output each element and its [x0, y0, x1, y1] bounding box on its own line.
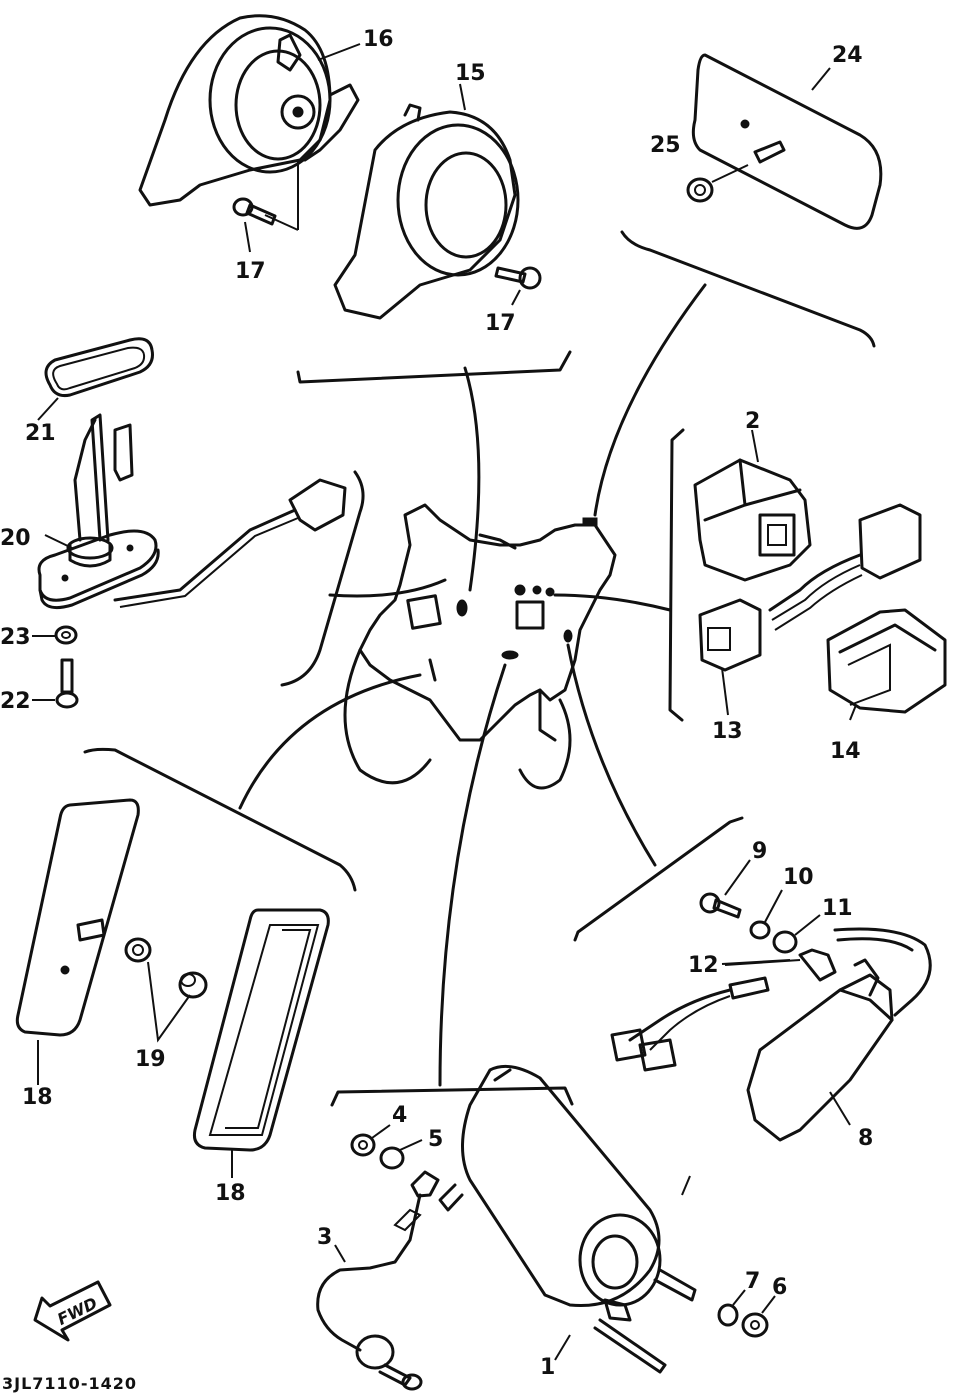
label-2: 2 — [745, 409, 760, 434]
gasket-21 — [44, 337, 154, 397]
label-leaders — [32, 43, 857, 1196]
nut-25 — [686, 164, 749, 203]
label-3: 3 — [317, 1225, 332, 1250]
label-22: 22 — [0, 689, 31, 714]
screw-22 — [55, 658, 79, 709]
label-15: 15 — [455, 61, 486, 86]
label-17-right: 17 — [485, 311, 516, 336]
washer-7 — [717, 1289, 746, 1327]
label-4: 4 — [392, 1103, 407, 1128]
starter-bracket — [330, 1086, 574, 1107]
washer-23 — [54, 625, 78, 645]
horn-16 — [138, 14, 360, 231]
label-6: 6 — [772, 1275, 787, 1300]
label-14: 14 — [830, 739, 861, 764]
label-18-right: 18 — [215, 1181, 246, 1206]
nut-4 — [350, 1124, 391, 1157]
label-13: 13 — [712, 719, 743, 744]
side-reflector-18-right — [193, 908, 330, 1152]
label-10: 10 — [783, 865, 814, 890]
label-19: 19 — [135, 1047, 166, 1072]
label-16: 16 — [363, 27, 394, 52]
label-24: 24 — [832, 43, 863, 68]
rectifier-bracket — [573, 816, 744, 942]
nut-19-a — [124, 937, 152, 963]
label-8: 8 — [858, 1126, 873, 1151]
group-brackets — [83, 230, 876, 1107]
side-reflector-18-left — [15, 798, 140, 1037]
motorcycle-silhouette — [343, 503, 617, 790]
rear-reflector-24 — [691, 53, 883, 230]
label-7: 7 — [745, 1269, 760, 1294]
fuel-sender-bracket — [280, 470, 365, 687]
lead-wire-3 — [316, 1170, 440, 1391]
part-labels: 16 15 17 17 24 25 21 20 23 22 2 13 14 9 … — [0, 27, 873, 1380]
label-20: 20 — [0, 526, 31, 551]
label-5: 5 — [428, 1127, 443, 1152]
bolt-9 — [699, 859, 751, 919]
bolt-17-left — [232, 197, 277, 253]
coupler-14 — [826, 608, 947, 714]
relay-bracket — [668, 428, 685, 722]
nut-6 — [741, 1295, 776, 1338]
starter-relay-1 — [438, 1064, 697, 1374]
wire-connectors — [610, 976, 770, 1072]
side-reflector-bracket — [83, 747, 357, 892]
label-23: 23 — [0, 625, 31, 650]
washer-10 — [749, 889, 783, 940]
center-box-marker — [515, 600, 545, 630]
horn-15 — [333, 103, 520, 320]
grommet-19-b — [147, 961, 208, 1043]
bolt-17-right — [494, 266, 542, 306]
label-21: 21 — [25, 421, 56, 446]
label-18-left: 18 — [22, 1085, 53, 1110]
label-9: 9 — [752, 839, 767, 864]
drawing-code: 3JL7110-1420 — [2, 1374, 137, 1393]
horn-group-bracket — [296, 350, 572, 384]
fwd-arrow-icon: FWD — [33, 1280, 112, 1342]
leader-lines — [238, 283, 707, 1087]
label-25: 25 — [650, 133, 681, 158]
washer-5 — [379, 1139, 423, 1170]
reflector-rear-bracket — [620, 230, 876, 348]
label-17-left: 17 — [235, 259, 266, 284]
rectifier-8 — [724, 927, 932, 1142]
harness-13 — [698, 503, 922, 672]
nut-11 — [772, 914, 821, 954]
fuel-sender-20 — [37, 413, 347, 610]
label-11: 11 — [822, 896, 853, 921]
relay-2 — [693, 458, 812, 582]
label-1: 1 — [540, 1355, 555, 1380]
label-12: 12 — [688, 953, 719, 978]
